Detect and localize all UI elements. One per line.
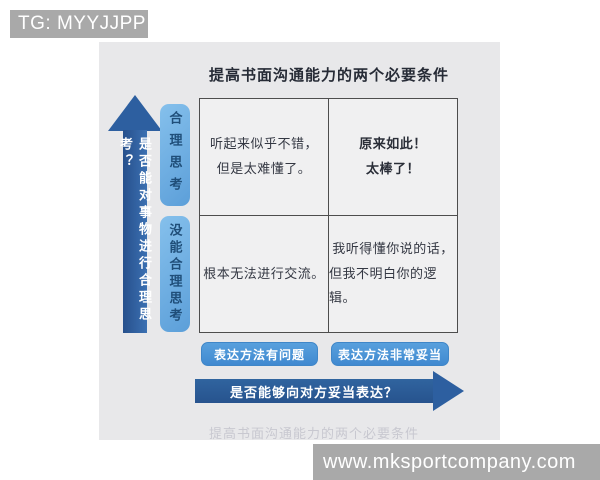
quadrant-top-right: 原来如此！ 太棒了！ (329, 99, 457, 215)
x-axis-question: 是否能够向对方妥当表达？ (195, 379, 433, 403)
diagram-watermark: 提高书面沟通能力的两个必要条件 (208, 426, 419, 441)
quadrant-bottom-left: 根本无法进行交流。 (200, 216, 328, 332)
arrow-right-icon (433, 371, 464, 411)
diagram-title: 提高书面沟通能力的两个必要条件 (208, 67, 449, 84)
row-label-rational-thinking: 合理思考 (160, 104, 190, 206)
website-watermark: www.mksportcompany.com (313, 444, 600, 480)
quadrant-text-line: 但我不明白你的逻辑。 (329, 265, 438, 306)
matrix-diagram: 提高书面沟通能力的两个必要条件 是否能对事物进行合理思考？ 合理思考 没能合理思… (99, 42, 500, 441)
row-label-not-rational-thinking: 没能合理思考 (160, 216, 190, 332)
quadrant-text-line: 但是太难懂了。 (216, 161, 312, 176)
quadrant-bottom-right: 我听得懂你说的话， 但我不明白你的逻辑。 (329, 216, 457, 332)
quadrant-text-line: 根本无法进行交流。 (203, 265, 325, 281)
quadrant-text-line: 我听得懂你说的话， (332, 240, 454, 256)
y-axis-arrow-stem (123, 130, 147, 333)
column-label-proper-expression: 表达方法非常妥当 (331, 342, 449, 366)
quadrant-grid: 听起来似乎不错， 但是太难懂了。 原来如此！ 太棒了！ 根本无法进行交流。 我听… (199, 98, 458, 333)
arrow-up-icon (108, 95, 162, 131)
quadrant-text-line: 听起来似乎不错， (209, 136, 318, 152)
y-axis-arrow: 是否能对事物进行合理思考？ (108, 95, 162, 333)
quadrant-text-line: 太棒了！ (365, 161, 420, 176)
x-axis-arrow: 是否能够向对方妥当表达？ (195, 371, 465, 411)
y-axis-question: 是否能对事物进行合理思考？ (118, 137, 152, 324)
column-label-problem-expression: 表达方法有问题 (201, 342, 318, 366)
quadrant-top-left: 听起来似乎不错， 但是太难懂了。 (200, 99, 328, 215)
quadrant-text-line: 原来如此！ (359, 136, 427, 152)
tg-watermark-badge: TG: MYYJJPP (10, 10, 148, 38)
